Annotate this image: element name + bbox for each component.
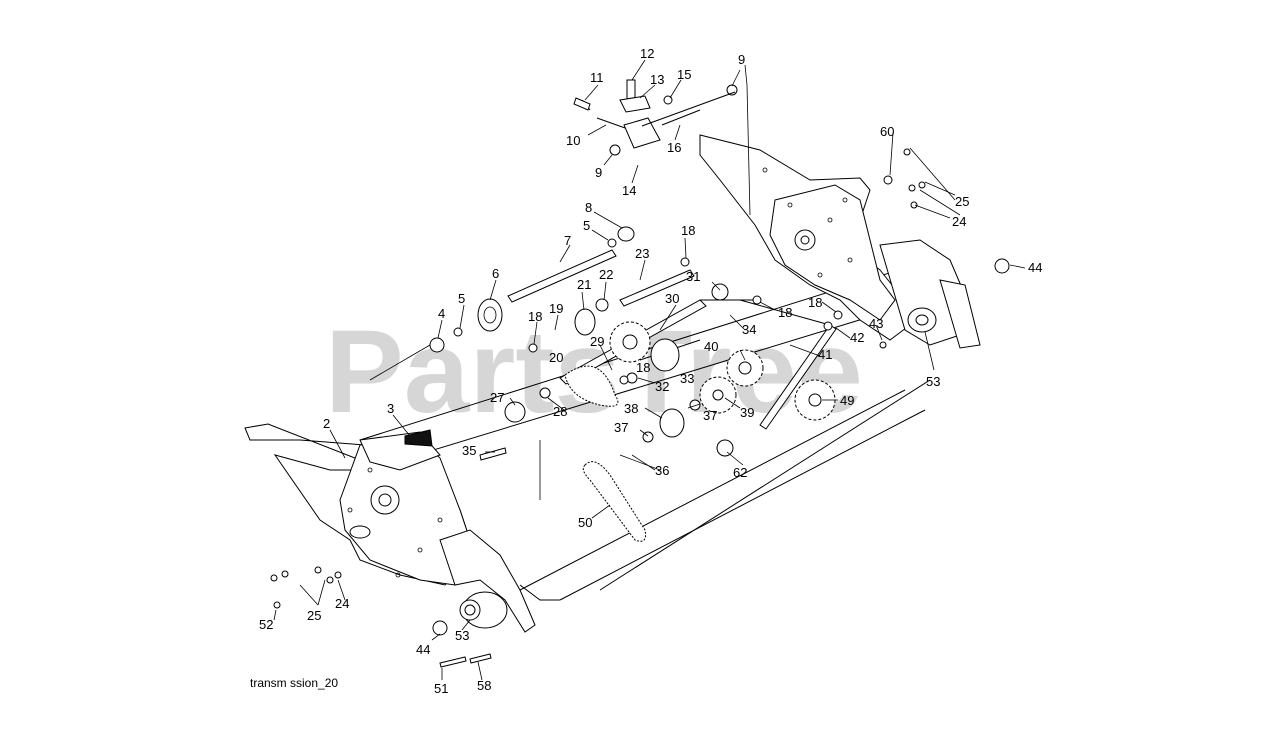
callout-18-c: 18: [778, 305, 792, 320]
callout-31: 31: [686, 269, 700, 284]
callout-36: 36: [655, 463, 669, 478]
callout-30: 30: [665, 291, 679, 306]
callout-2: 2: [323, 416, 330, 431]
callout-18-b: 18: [528, 309, 542, 324]
callout-58: 58: [477, 678, 491, 693]
leader-lines: [273, 59, 1026, 681]
callout-43: 43: [869, 316, 883, 331]
callout-14: 14: [622, 183, 636, 198]
callout-16: 16: [667, 140, 681, 155]
callout-10: 10: [566, 133, 580, 148]
callout-24-right: 24: [952, 214, 966, 229]
callout-15: 15: [677, 67, 691, 82]
callout-9-left: 9: [595, 165, 602, 180]
callout-3: 3: [387, 401, 394, 416]
shift-lever-assembly: [573, 64, 751, 216]
right-side-plate: [699, 134, 981, 349]
callout-53-right: 53: [926, 374, 940, 389]
callout-41: 41: [818, 347, 832, 362]
callout-9-top: 9: [738, 52, 745, 67]
callout-42: 42: [850, 330, 864, 345]
callout-12: 12: [640, 46, 654, 61]
callout-28: 28: [553, 404, 567, 419]
callout-44-left: 44: [416, 642, 430, 657]
callout-25-right: 25: [955, 194, 969, 209]
callout-50: 50: [578, 515, 592, 530]
callout-29: 29: [590, 334, 604, 349]
diagram-caption: transm ssion_20: [250, 676, 339, 690]
callout-18-a: 18: [681, 223, 695, 238]
callout-34: 34: [742, 322, 756, 337]
callout-62: 62: [733, 465, 747, 480]
callout-53-left: 53: [455, 628, 469, 643]
callout-20: 20: [549, 350, 563, 365]
callout-labels: 2 3 4 5 6 7 5 8 9 9 10 11 12 13 14 15 16…: [259, 46, 1042, 696]
callout-40: 40: [704, 339, 718, 354]
callout-5: 5: [458, 291, 465, 306]
gears-and-bearings: [270, 148, 1010, 668]
callout-6: 6: [492, 266, 499, 281]
callout-21: 21: [577, 277, 591, 292]
callout-23: 23: [635, 246, 649, 261]
callout-7: 7: [564, 233, 571, 248]
callout-18-e: 18: [636, 360, 650, 375]
callout-25-left: 25: [307, 608, 321, 623]
callout-8: 8: [585, 200, 592, 215]
callout-52: 52: [259, 617, 273, 632]
callout-37-a: 37: [614, 420, 628, 435]
callout-5b: 5: [583, 218, 590, 233]
part-3-guard: [359, 429, 441, 471]
callout-18-d: 18: [808, 295, 822, 310]
callout-11: 11: [590, 70, 604, 85]
callout-44-right: 44: [1028, 260, 1042, 275]
callout-37-b: 37: [703, 408, 717, 423]
callout-39: 39: [740, 405, 754, 420]
callout-19: 19: [549, 301, 563, 316]
callout-24-left: 24: [335, 596, 349, 611]
callout-60: 60: [880, 124, 894, 139]
callout-49: 49: [840, 393, 854, 408]
callout-33: 33: [680, 371, 694, 386]
housing-body: [359, 267, 931, 601]
callout-51: 51: [434, 681, 448, 696]
callout-13: 13: [650, 72, 664, 87]
callout-27: 27: [490, 390, 504, 405]
callout-35: 35: [462, 443, 476, 458]
callout-22: 22: [599, 267, 613, 282]
callout-4: 4: [438, 306, 445, 321]
callout-38: 38: [624, 401, 638, 416]
callout-32: 32: [655, 379, 669, 394]
